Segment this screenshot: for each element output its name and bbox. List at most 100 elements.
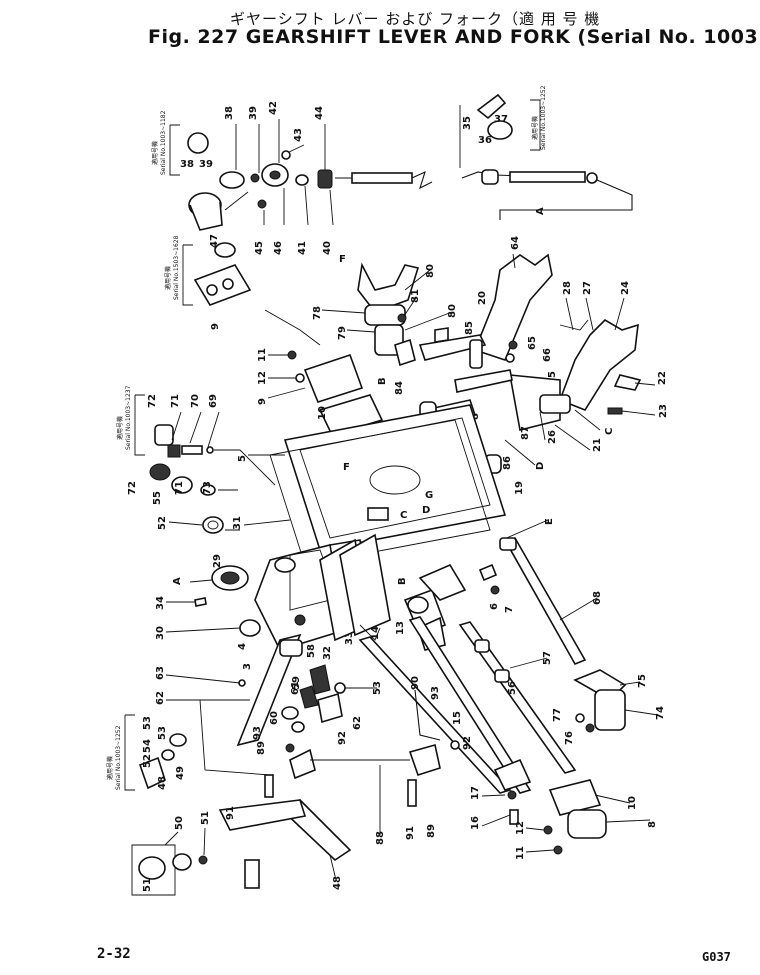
svg-text:A: A [535,207,546,215]
svg-text:F: F [339,254,346,265]
inset-note-top-right: Serial No.1003~1252 [540,85,547,150]
svg-text:34: 34 [155,596,166,610]
inset-lever-48-49: Serial No.1003~1252 適用号機 53 54 53 52 48 … [106,714,187,791]
svg-text:54: 54 [142,739,153,753]
lower-lever-assembly: 90 93 92 89 93 92 89 91 91 88 48 [218,676,473,890]
right-side-parts: 75 74 77 76 10 8 12 11 [515,669,666,860]
svg-text:26: 26 [547,430,558,444]
inset-note-mid-left: Serial No.1503~1628 [173,235,180,300]
svg-text:79: 79 [337,326,348,340]
svg-text:47: 47 [209,234,220,248]
inset-note-left-72: Serial No.1003~1237 [125,385,132,450]
svg-text:72: 72 [147,394,158,408]
svg-text:36: 36 [478,135,492,146]
svg-text:81: 81 [410,289,421,303]
svg-text:65: 65 [527,336,538,350]
svg-text:62: 62 [352,716,363,730]
svg-text:77: 77 [552,708,563,722]
svg-text:3: 3 [242,663,253,670]
svg-text:75: 75 [637,674,648,688]
svg-text:33: 33 [344,631,355,645]
svg-text:24: 24 [620,281,631,295]
svg-text:74: 74 [655,706,666,720]
inset-note-mid-left-jp: 適用号機 [164,266,172,290]
svg-text:49: 49 [175,766,186,780]
svg-text:51: 51 [142,878,153,892]
svg-text:D: D [535,462,546,470]
svg-text:64: 64 [510,236,521,250]
svg-text:91: 91 [405,826,416,840]
svg-text:78: 78 [312,306,323,320]
svg-text:15: 15 [452,711,463,725]
svg-text:11: 11 [515,846,526,860]
svg-text:89: 89 [256,741,267,755]
svg-text:11: 11 [257,348,268,362]
inset-note-left-72-jp: 適用号機 [116,416,124,440]
svg-text:28: 28 [562,281,573,295]
svg-text:45: 45 [254,241,265,255]
svg-text:G: G [425,490,433,501]
svg-text:E: E [544,518,555,525]
drawing-code: G037 [702,950,731,964]
svg-text:20: 20 [477,291,488,305]
inset-knob-38-39: Serial No.1003~1182 適用号機 38 39 [151,110,213,176]
svg-text:90: 90 [410,676,421,690]
svg-text:52: 52 [142,754,153,768]
svg-text:38: 38 [180,159,194,170]
svg-text:72: 72 [127,481,138,495]
svg-text:29: 29 [212,554,223,568]
svg-text:25: 25 [547,371,558,385]
svg-text:62: 62 [155,691,166,705]
svg-text:19: 19 [514,481,525,495]
svg-text:4: 4 [237,643,248,650]
svg-text:93: 93 [430,686,441,700]
svg-text:76: 76 [564,731,575,745]
figure-title-japanese: ギヤーシフト レバー および フォーク（適 用 号 機 [230,10,601,28]
svg-text:93: 93 [252,726,263,740]
shift-knob-assembly: 38 39 42 43 44 45 46 41 40 47 [188,101,433,255]
svg-text:32: 32 [322,646,333,660]
svg-text:48: 48 [332,876,343,890]
svg-text:C: C [604,428,615,435]
svg-text:46: 46 [273,241,284,255]
svg-text:56: 56 [507,681,518,695]
svg-text:42: 42 [268,101,279,115]
svg-text:35: 35 [462,116,473,130]
svg-text:80: 80 [447,304,458,318]
svg-text:7: 7 [504,606,515,613]
svg-text:39: 39 [248,106,259,120]
svg-text:71: 71 [174,481,185,495]
svg-text:53: 53 [157,726,168,740]
inset-note-top-right-jp: 適用号機 [531,116,539,140]
svg-text:61: 61 [290,681,301,695]
gasket-plates: 14 13 B [319,533,467,651]
svg-text:8: 8 [470,413,481,420]
svg-text:F: F [343,462,350,473]
svg-text:16: 16 [470,816,481,830]
inset-note-bottom-left: Serial No.1003~1252 [115,725,122,790]
plug-stack: 72 55 71 73 52 [127,463,240,534]
case-cover-gasket: F G D C 5 E 31 [232,404,555,566]
svg-text:44: 44 [314,106,325,120]
svg-text:A: A [172,577,183,585]
fork-assembly-upper: F 80 81 78 79 80 64 28 27 24 20 85 B 84 … [312,236,639,411]
inset-shift-rod-35-37: Serial No.1003~1252 適用号機 35 36 37 A [459,85,633,220]
svg-text:53: 53 [142,716,153,730]
svg-text:80: 80 [425,264,436,278]
svg-text:37: 37 [494,114,508,125]
page-number: 2-32 [97,946,131,962]
svg-text:50: 50 [174,816,185,830]
figure-title: Fig. 227 GEARSHIFT LEVER AND FORK (Seria… [148,26,760,48]
svg-text:10: 10 [627,796,638,810]
svg-text:38: 38 [224,106,235,120]
svg-text:B: B [377,377,388,385]
svg-text:D: D [422,505,430,516]
svg-text:27: 27 [582,281,593,295]
svg-text:17: 17 [470,786,481,800]
svg-text:84: 84 [394,381,405,395]
svg-text:39: 39 [199,159,213,170]
shift-lever-assembly: 58 59 53 63 62 61 60 62 [155,633,383,776]
svg-text:60: 60 [269,711,280,725]
svg-text:22: 22 [657,371,668,385]
svg-text:68: 68 [592,591,603,605]
